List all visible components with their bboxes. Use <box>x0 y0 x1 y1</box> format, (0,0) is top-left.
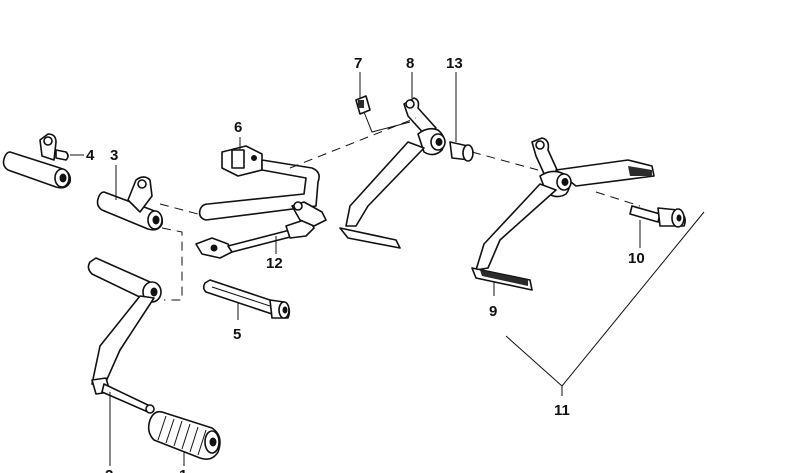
callout-5: 5 <box>233 326 241 343</box>
callout-12: 12 <box>266 255 283 272</box>
part-8-lever <box>339 72 446 249</box>
part-10-cap-bolt <box>629 205 686 248</box>
callout-1: 1 <box>179 467 187 473</box>
callout-7: 7 <box>354 55 362 72</box>
part-11-bracket-lines <box>505 211 705 396</box>
callout-3: 3 <box>110 147 118 164</box>
part-12-linkage-rod <box>195 201 327 259</box>
part-6-bracket-with-rod <box>198 137 320 221</box>
callout-10: 10 <box>628 250 645 267</box>
callout-9: 9 <box>489 303 497 320</box>
part-4-shaft-with-lug <box>2 133 84 189</box>
callout-2: 2 <box>105 467 113 473</box>
callout-8: 8 <box>406 55 414 72</box>
callout-6: 6 <box>234 119 242 136</box>
callout-4: 4 <box>86 147 95 164</box>
brake-pedal-assembly <box>471 137 655 296</box>
part-2-pin <box>101 383 155 466</box>
part-7-fitting <box>355 72 411 133</box>
assembly-dashed-lines <box>159 117 641 301</box>
part-3-shaft-with-arm <box>96 165 164 231</box>
callout-13: 13 <box>446 55 463 72</box>
gear-shift-lever <box>87 257 162 395</box>
callout-11: 11 <box>554 402 570 419</box>
part-13-bushing <box>449 72 474 162</box>
part-1-rubber-footpeg <box>147 410 221 466</box>
part-5-bolt <box>202 279 291 320</box>
